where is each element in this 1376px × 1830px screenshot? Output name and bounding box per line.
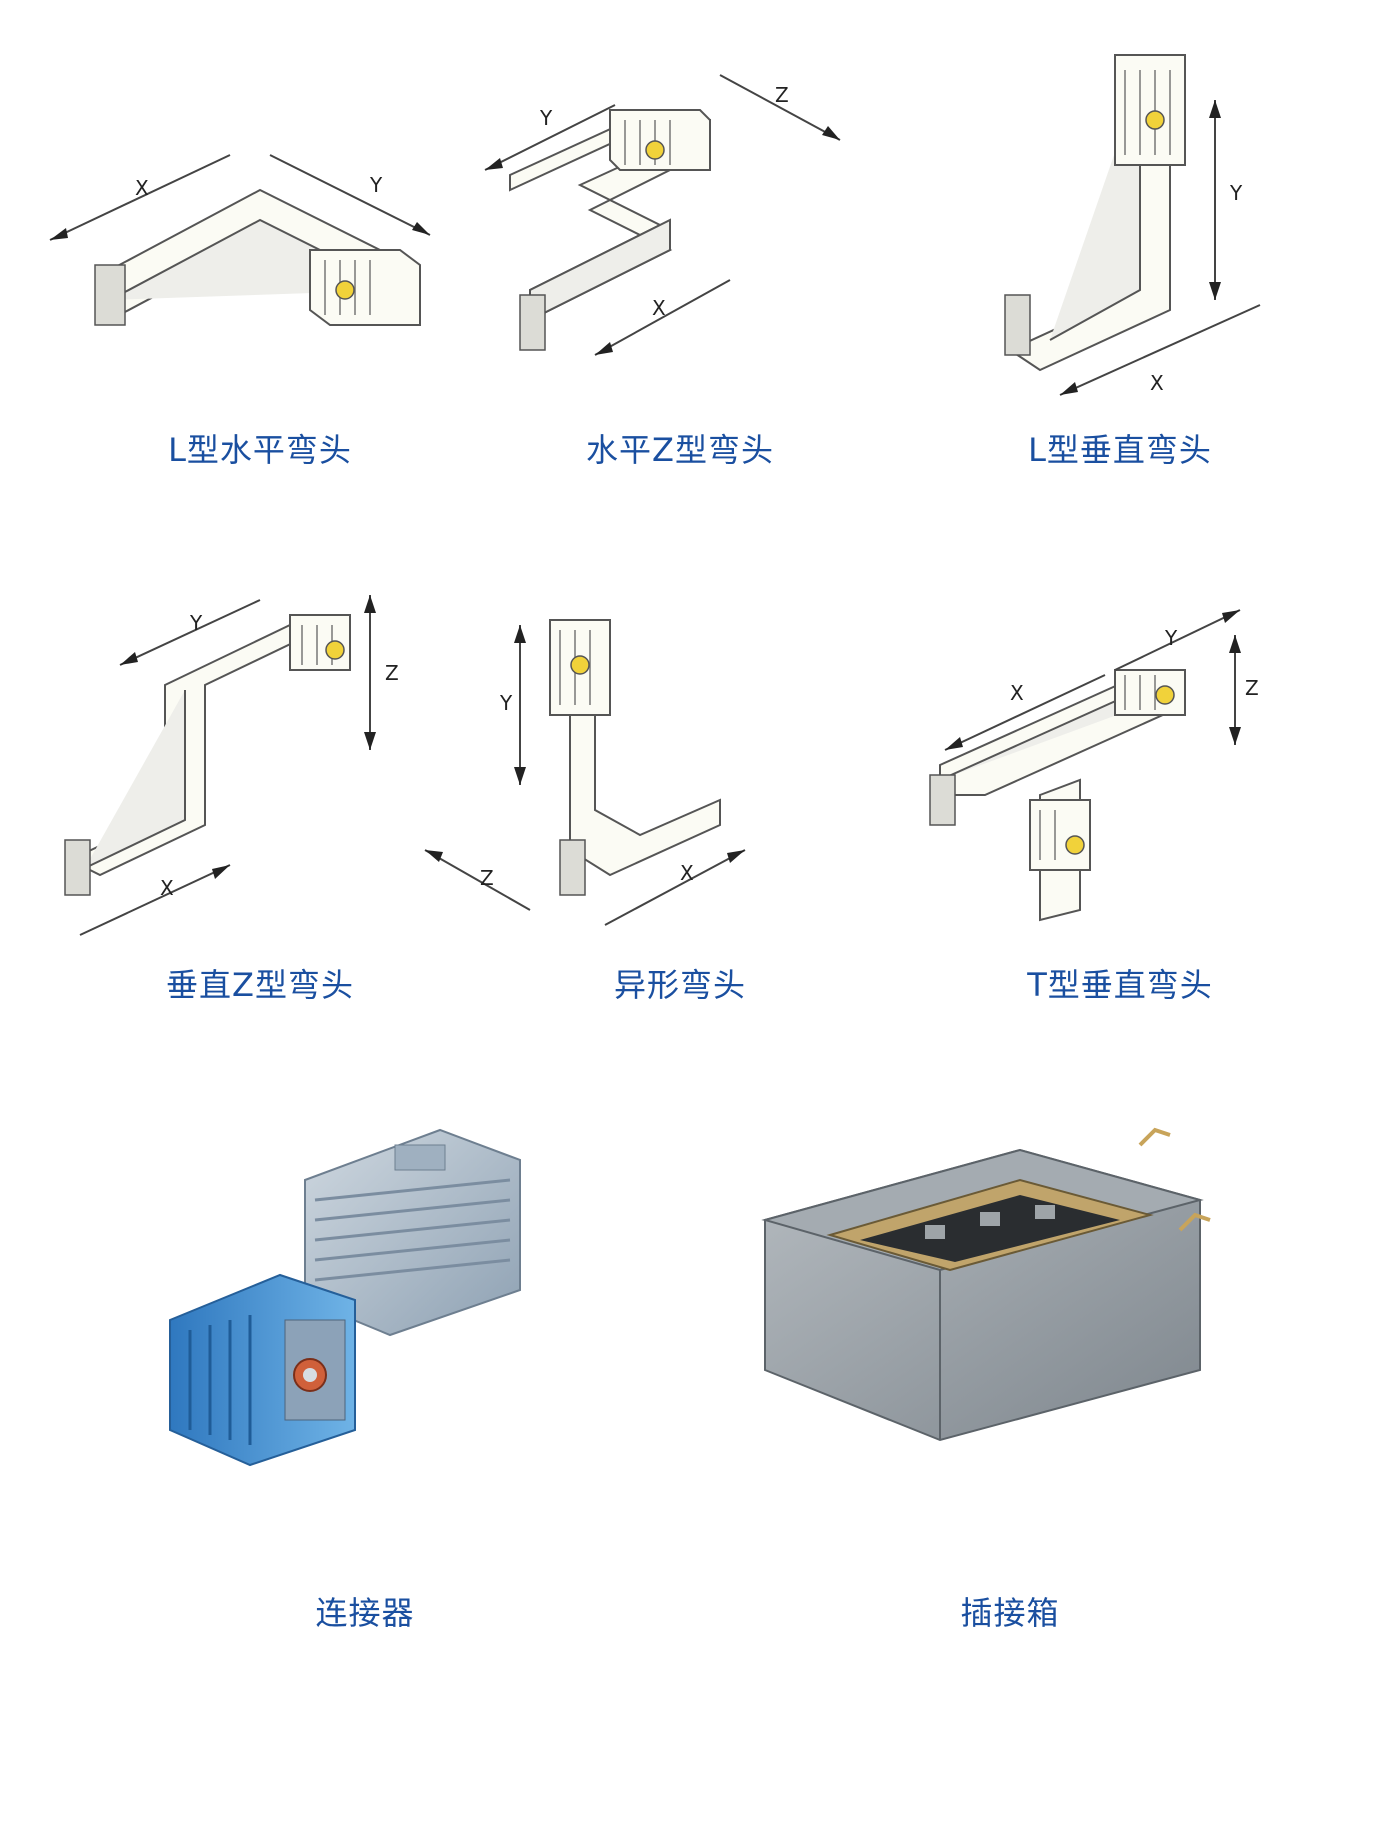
dim-y-label: Y	[539, 106, 553, 130]
caption-t-vertical: T型垂直弯头	[1027, 966, 1213, 1004]
l-horizontal-elbow-drawing: X Y	[49, 154, 431, 326]
dim-y-label: Y	[189, 611, 203, 635]
caption-l-vertical: L型垂直弯头	[1028, 431, 1212, 469]
dim-x-label: X	[1010, 681, 1024, 705]
l-vertical-elbow-figure: Y X	[990, 40, 1290, 410]
l-vertical-elbow-drawing: Y X	[1004, 54, 1261, 396]
caption-l-horizontal: L型水平弯头	[168, 431, 352, 469]
dim-z-label: Z	[1245, 676, 1259, 700]
plug-box-drawing	[761, 1127, 1211, 1442]
dim-x-label: X	[160, 876, 174, 900]
l-horizontal-elbow-figure: X Y	[40, 150, 460, 390]
connector-image	[169, 1120, 610, 1470]
connector-drawing	[169, 1128, 521, 1467]
dim-z-label: Z	[385, 661, 399, 685]
t-vertical-elbow-figure: X Y Z	[920, 609, 1320, 950]
caption-connector: 连接器	[315, 1594, 415, 1632]
dim-y-label: Y	[499, 691, 513, 715]
caption-plug-box: 插接箱	[960, 1594, 1060, 1632]
dim-y-label: Y	[1229, 181, 1243, 205]
z-vertical-elbow-figure: Y Z X	[40, 595, 460, 950]
caption-special: 异形弯头	[613, 966, 746, 1004]
caption-z-horizontal: 水平Z型弯头	[586, 431, 774, 469]
dim-y-label: Y	[369, 173, 383, 197]
dim-z-label: Z	[775, 83, 789, 107]
special-elbow-figure: Y Z X	[424, 619, 880, 940]
dim-x-label: X	[652, 296, 666, 320]
dim-x-label: X	[680, 861, 694, 885]
z-horizontal-elbow-figure: Y Z X	[470, 60, 890, 380]
dim-y-label: Y	[1164, 626, 1178, 650]
z-horizontal-elbow-drawing: Y Z X	[484, 74, 841, 356]
plug-box-image	[750, 1120, 1230, 1442]
dim-x-label: X	[1150, 371, 1164, 395]
dim-z-label: Z	[480, 866, 494, 890]
z-vertical-elbow-drawing: Y Z X	[64, 595, 399, 936]
caption-z-vertical: 垂直Z型弯头	[166, 966, 354, 1004]
t-vertical-elbow-drawing: X Y Z	[929, 609, 1259, 922]
dim-x-label: X	[135, 176, 149, 200]
special-elbow-drawing: Y Z X	[424, 619, 746, 926]
